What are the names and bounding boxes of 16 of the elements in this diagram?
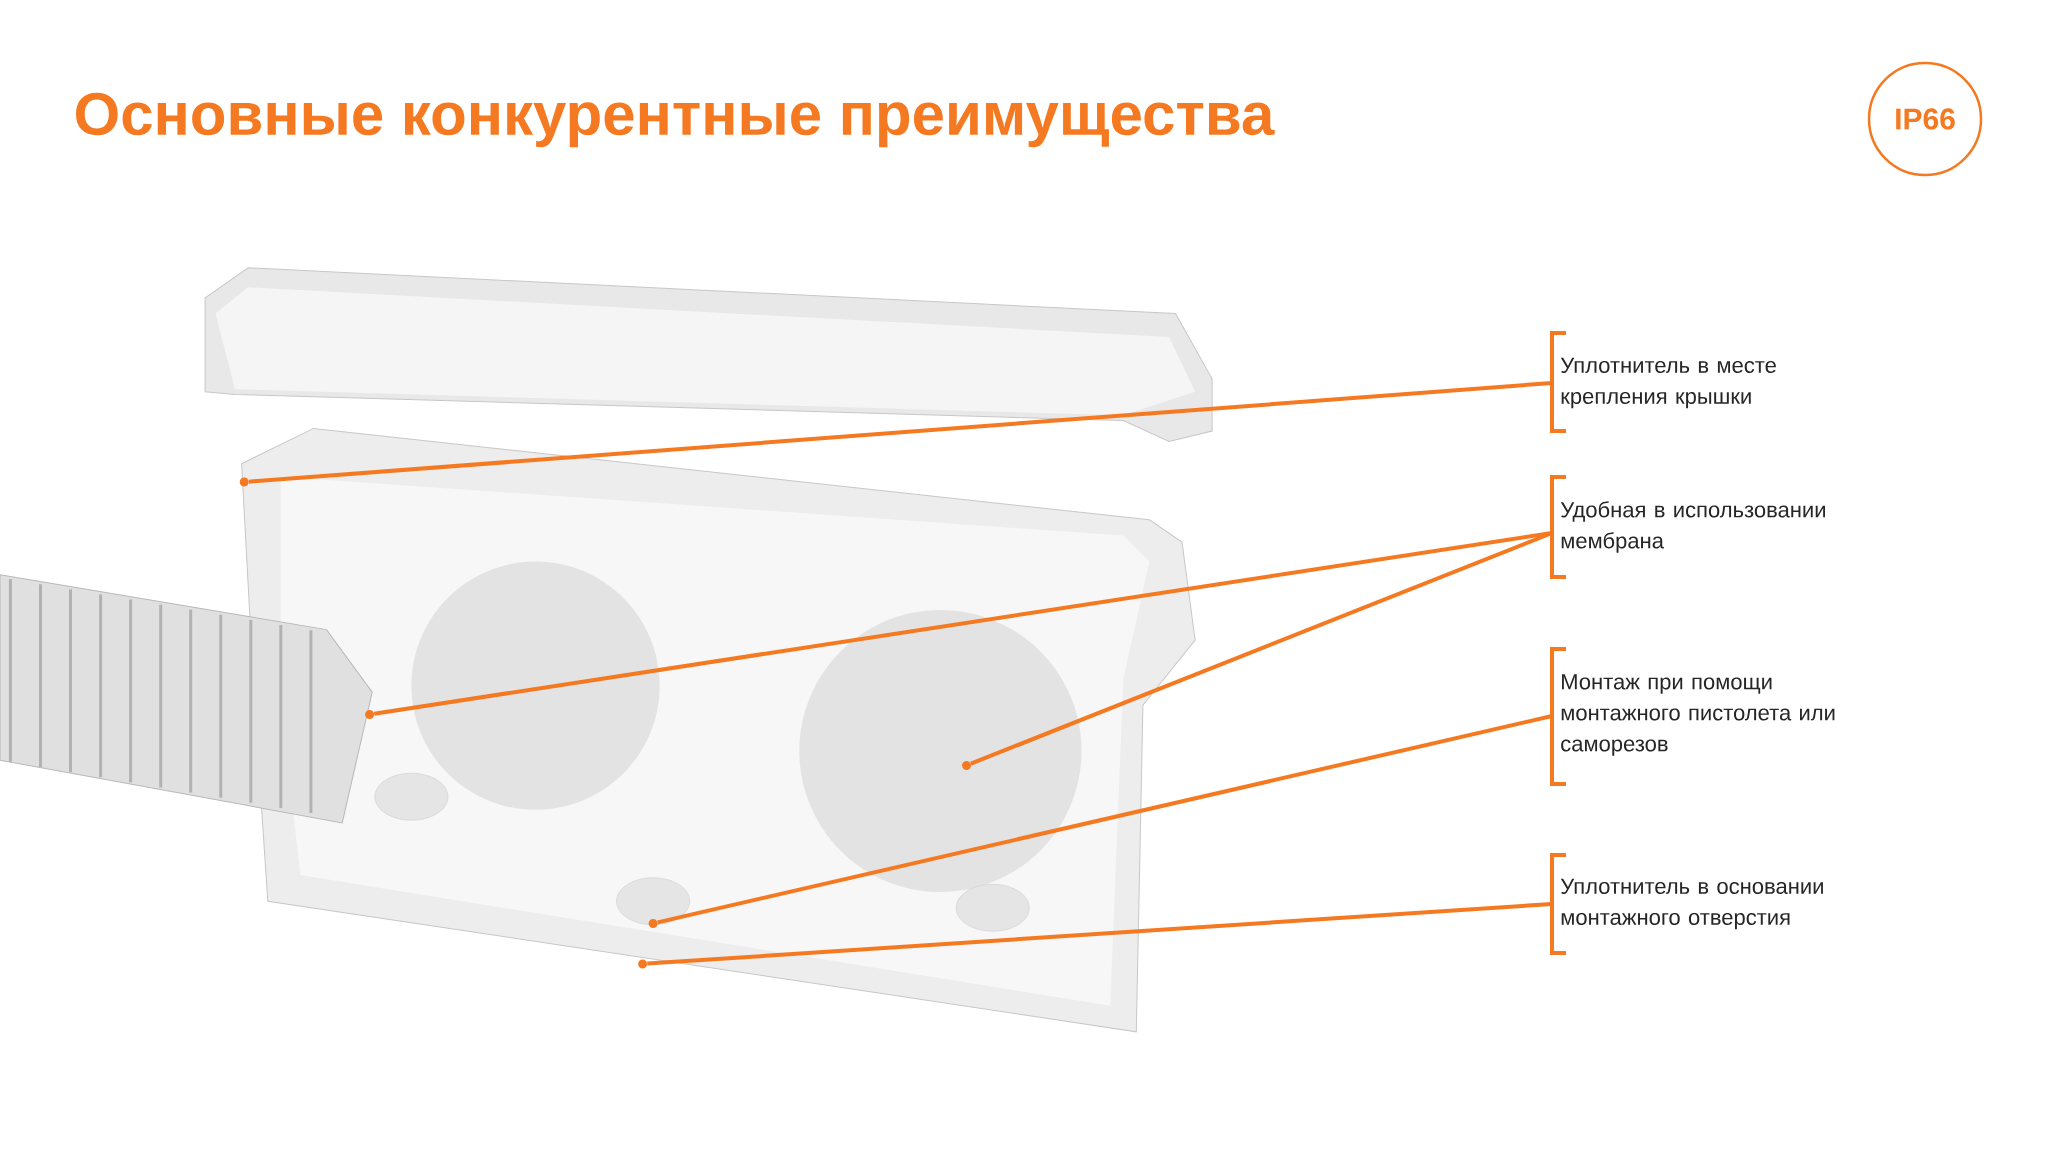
target-point: [648, 918, 658, 928]
leader-line: [657, 714, 1553, 925]
target-point: [239, 477, 249, 487]
callout-text: Уплотнитель в месте крепления крышки: [1560, 357, 1776, 409]
target-point: [638, 959, 648, 969]
leader-line: [647, 902, 1553, 966]
badge: IP66: [1867, 61, 1983, 177]
leader-line: [970, 531, 1553, 766]
callout-text: Удобная в использовании мембрана: [1560, 501, 1825, 553]
target-point: [365, 709, 375, 719]
leader-line: [248, 381, 1553, 484]
leader-line: [373, 531, 1553, 716]
target-point: [962, 760, 971, 770]
callout-text: Монтаж при помощи монтажного пистолета или саморезов: [1561, 674, 1835, 756]
callout-text: Уплотнитель в основании монтажного отверстия: [1560, 878, 1823, 930]
title: Основные конкурентные преимущества: [76, 92, 1275, 148]
